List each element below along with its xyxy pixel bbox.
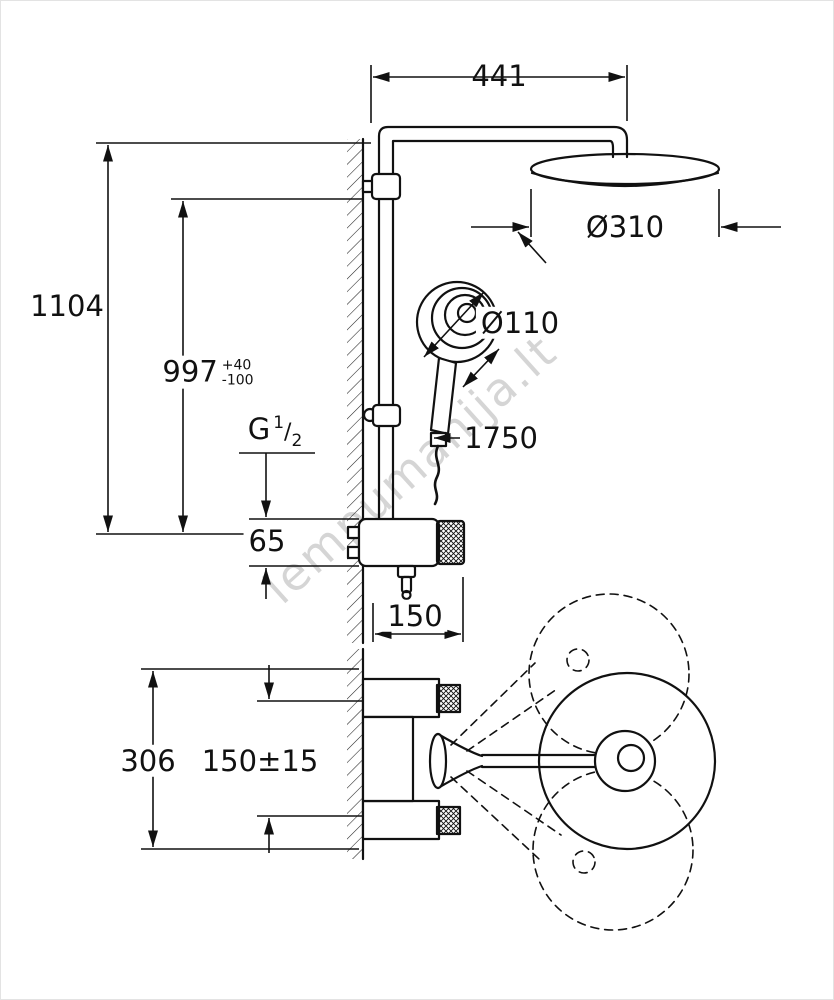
dim-1104-lines (96, 142, 371, 535)
shower-hose (433, 444, 441, 506)
thermostat-valve (346, 517, 466, 601)
slider-holder (362, 403, 402, 428)
dim-997-value: 997 (162, 354, 218, 389)
dim-310-lines (471, 189, 781, 264)
dim-310-label: Ø310 (580, 210, 670, 243)
dim-150-lines (372, 577, 464, 642)
wall-hatch-lower (347, 649, 363, 859)
wall-hatch-upper (347, 139, 363, 643)
dim-150pm-lines (257, 665, 363, 853)
valve-knob (435, 519, 466, 566)
dim-110-label: Ø110 (475, 306, 565, 339)
dim-997-label: 997+40-100 (157, 354, 259, 389)
plan-view (347, 593, 717, 931)
shower-pipe (377, 125, 629, 523)
head-shower (529, 152, 721, 188)
dim-1750-label: 1750 (464, 420, 538, 455)
valve-plan (361, 677, 462, 841)
dim-997-tolerance: +40-100 (221, 357, 254, 389)
dim-150pm-label: 150±15 (196, 744, 324, 777)
dim-150-label: 150 (382, 599, 448, 632)
dim-306-label: 306 (115, 744, 181, 777)
dim-441-lines (370, 65, 628, 123)
dim-1104-label: 1104 (30, 288, 104, 323)
dim-65-label: 65 (243, 524, 291, 557)
dim-65-lines (239, 452, 359, 599)
dim-110-lines (423, 291, 500, 388)
wall-bracket (361, 172, 402, 201)
swivel-range (450, 593, 694, 931)
head-plan (537, 671, 717, 851)
arm-plan (428, 732, 623, 790)
dim-441-label: 441 (471, 58, 527, 93)
front-view (346, 125, 721, 645)
